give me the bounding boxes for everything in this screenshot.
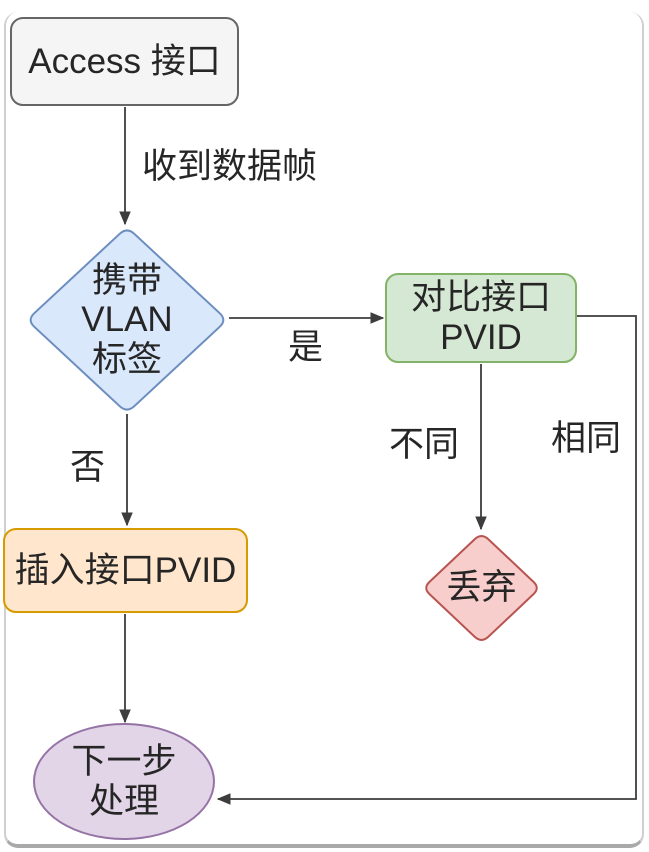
node-next-step-label: 下一步 处理 xyxy=(71,741,177,821)
node-vlan-tag-check-label: 携带 VLAN 标签 xyxy=(81,260,173,379)
node-compare-pvid-label: 对比接口 PVID xyxy=(410,278,551,357)
node-compare-pvid: 对比接口 PVID xyxy=(385,273,577,363)
edge-label-same: 相同 xyxy=(551,419,622,458)
node-vlan-tag-check: 携带 VLAN 标签 xyxy=(27,227,227,413)
node-discard-label: 丢弃 xyxy=(446,568,517,608)
edge-label-no: 否 xyxy=(70,448,106,487)
diamond-shape xyxy=(29,229,225,411)
edge-compare-to-next xyxy=(216,315,637,805)
edge-label-yes: 是 xyxy=(288,328,324,367)
diamond-shape xyxy=(425,535,538,641)
node-insert-pvid-label: 插入接口PVID xyxy=(14,550,237,590)
edge-label-different: 不同 xyxy=(389,425,460,464)
node-access-port-label: Access 接口 xyxy=(28,41,221,81)
node-discard: 丢弃 xyxy=(423,533,540,643)
node-access-port: Access 接口 xyxy=(10,17,239,106)
edge-label-received-frame: 收到数据帧 xyxy=(142,147,318,186)
node-insert-pvid: 插入接口PVID xyxy=(3,528,248,613)
node-next-step: 下一步 处理 xyxy=(33,723,215,840)
